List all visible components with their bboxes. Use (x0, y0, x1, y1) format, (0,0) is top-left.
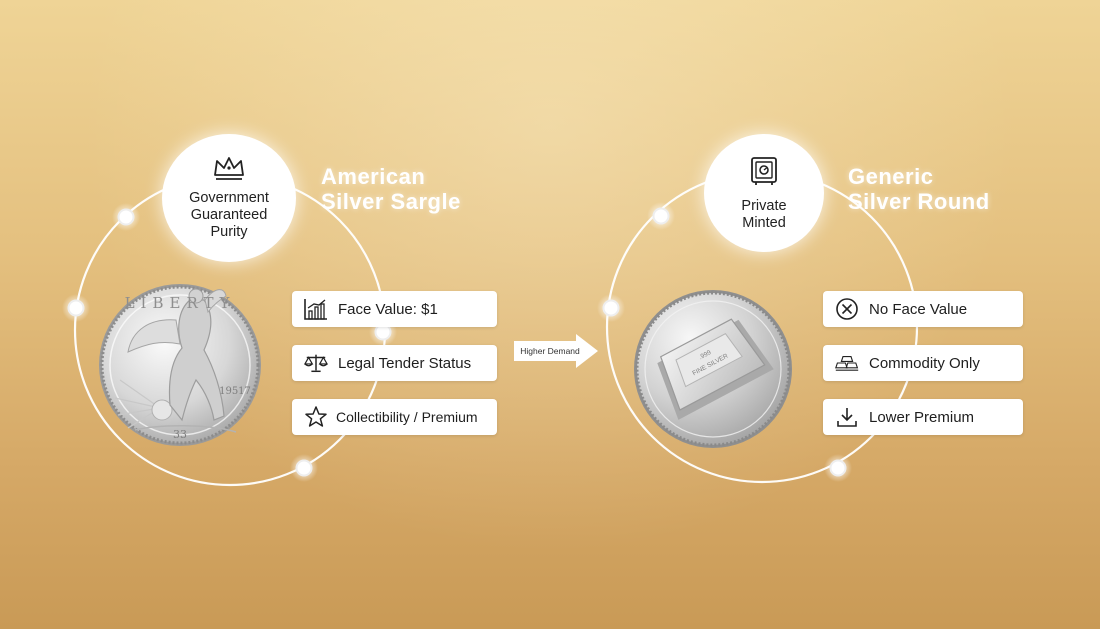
right-title-line2: Silver Round (848, 189, 990, 214)
star-icon (304, 405, 328, 429)
left-title-line1: American (321, 164, 426, 189)
feature-label: Lower Premium (869, 408, 975, 426)
feature-lower-premium: Lower Premium (823, 399, 1023, 435)
coin-bottom-text: 33 (173, 428, 187, 441)
chart-icon (304, 297, 328, 321)
ring-node (824, 454, 852, 482)
silver-bar-icon: .999 FINE SILVER (657, 318, 774, 420)
left-badge-line1: Government (189, 190, 269, 206)
ring-node (597, 294, 625, 322)
right-badge: Private Minted (704, 134, 824, 252)
feature-legal-tender: Legal Tender Status (292, 345, 497, 381)
coin-year-text: 19517 (219, 386, 251, 397)
feature-label: Legal Tender Status (338, 354, 472, 372)
left-badge-line2: Guaranteed (190, 207, 268, 223)
feature-label: Face Value: $1 (338, 300, 438, 318)
higher-demand-arrow: Higher Demand (514, 333, 598, 369)
feature-label: Collectibility / Premium (336, 409, 478, 425)
feature-collectibility: Collectibility / Premium (292, 399, 497, 435)
right-ring-nodes (597, 202, 852, 482)
ring-node (647, 202, 675, 230)
coin-liberty-text: LIBERTY (125, 294, 236, 312)
right-title-line1: Generic (848, 164, 934, 189)
feature-label: Commodity Only (869, 354, 980, 372)
generic-silver-round: .999 FINE SILVER (634, 290, 792, 448)
arrow-label: Higher Demand (520, 346, 580, 356)
gold-bars-icon (835, 351, 859, 375)
right-badge-line1: Private (741, 197, 787, 214)
left-badge-line3: Purity (210, 224, 248, 240)
left-title-line2: Silver Sargle (321, 189, 461, 214)
feature-no-face-value: No Face Value (823, 291, 1023, 327)
feature-face-value: Face Value: $1 (292, 291, 497, 327)
left-ring-nodes (62, 203, 397, 482)
down-arrow-icon (835, 405, 859, 429)
x-circle-icon (835, 297, 859, 321)
crown-icon (212, 155, 246, 186)
feature-commodity-only: Commodity Only (823, 345, 1023, 381)
scales-icon (304, 351, 328, 375)
ring-node (62, 294, 90, 322)
left-badge: Government Guaranteed Purity (162, 134, 296, 262)
right-title: Generic Silver Round (848, 164, 990, 214)
ring-node (112, 203, 140, 231)
american-silver-coin: LIBERTY 19517 33 (99, 284, 261, 446)
right-badge-line2: Minted (742, 214, 786, 231)
feature-label: No Face Value (869, 300, 968, 318)
left-title: American Silver Sargle (321, 164, 461, 214)
ring-node (290, 454, 318, 482)
safe-icon (748, 155, 780, 192)
